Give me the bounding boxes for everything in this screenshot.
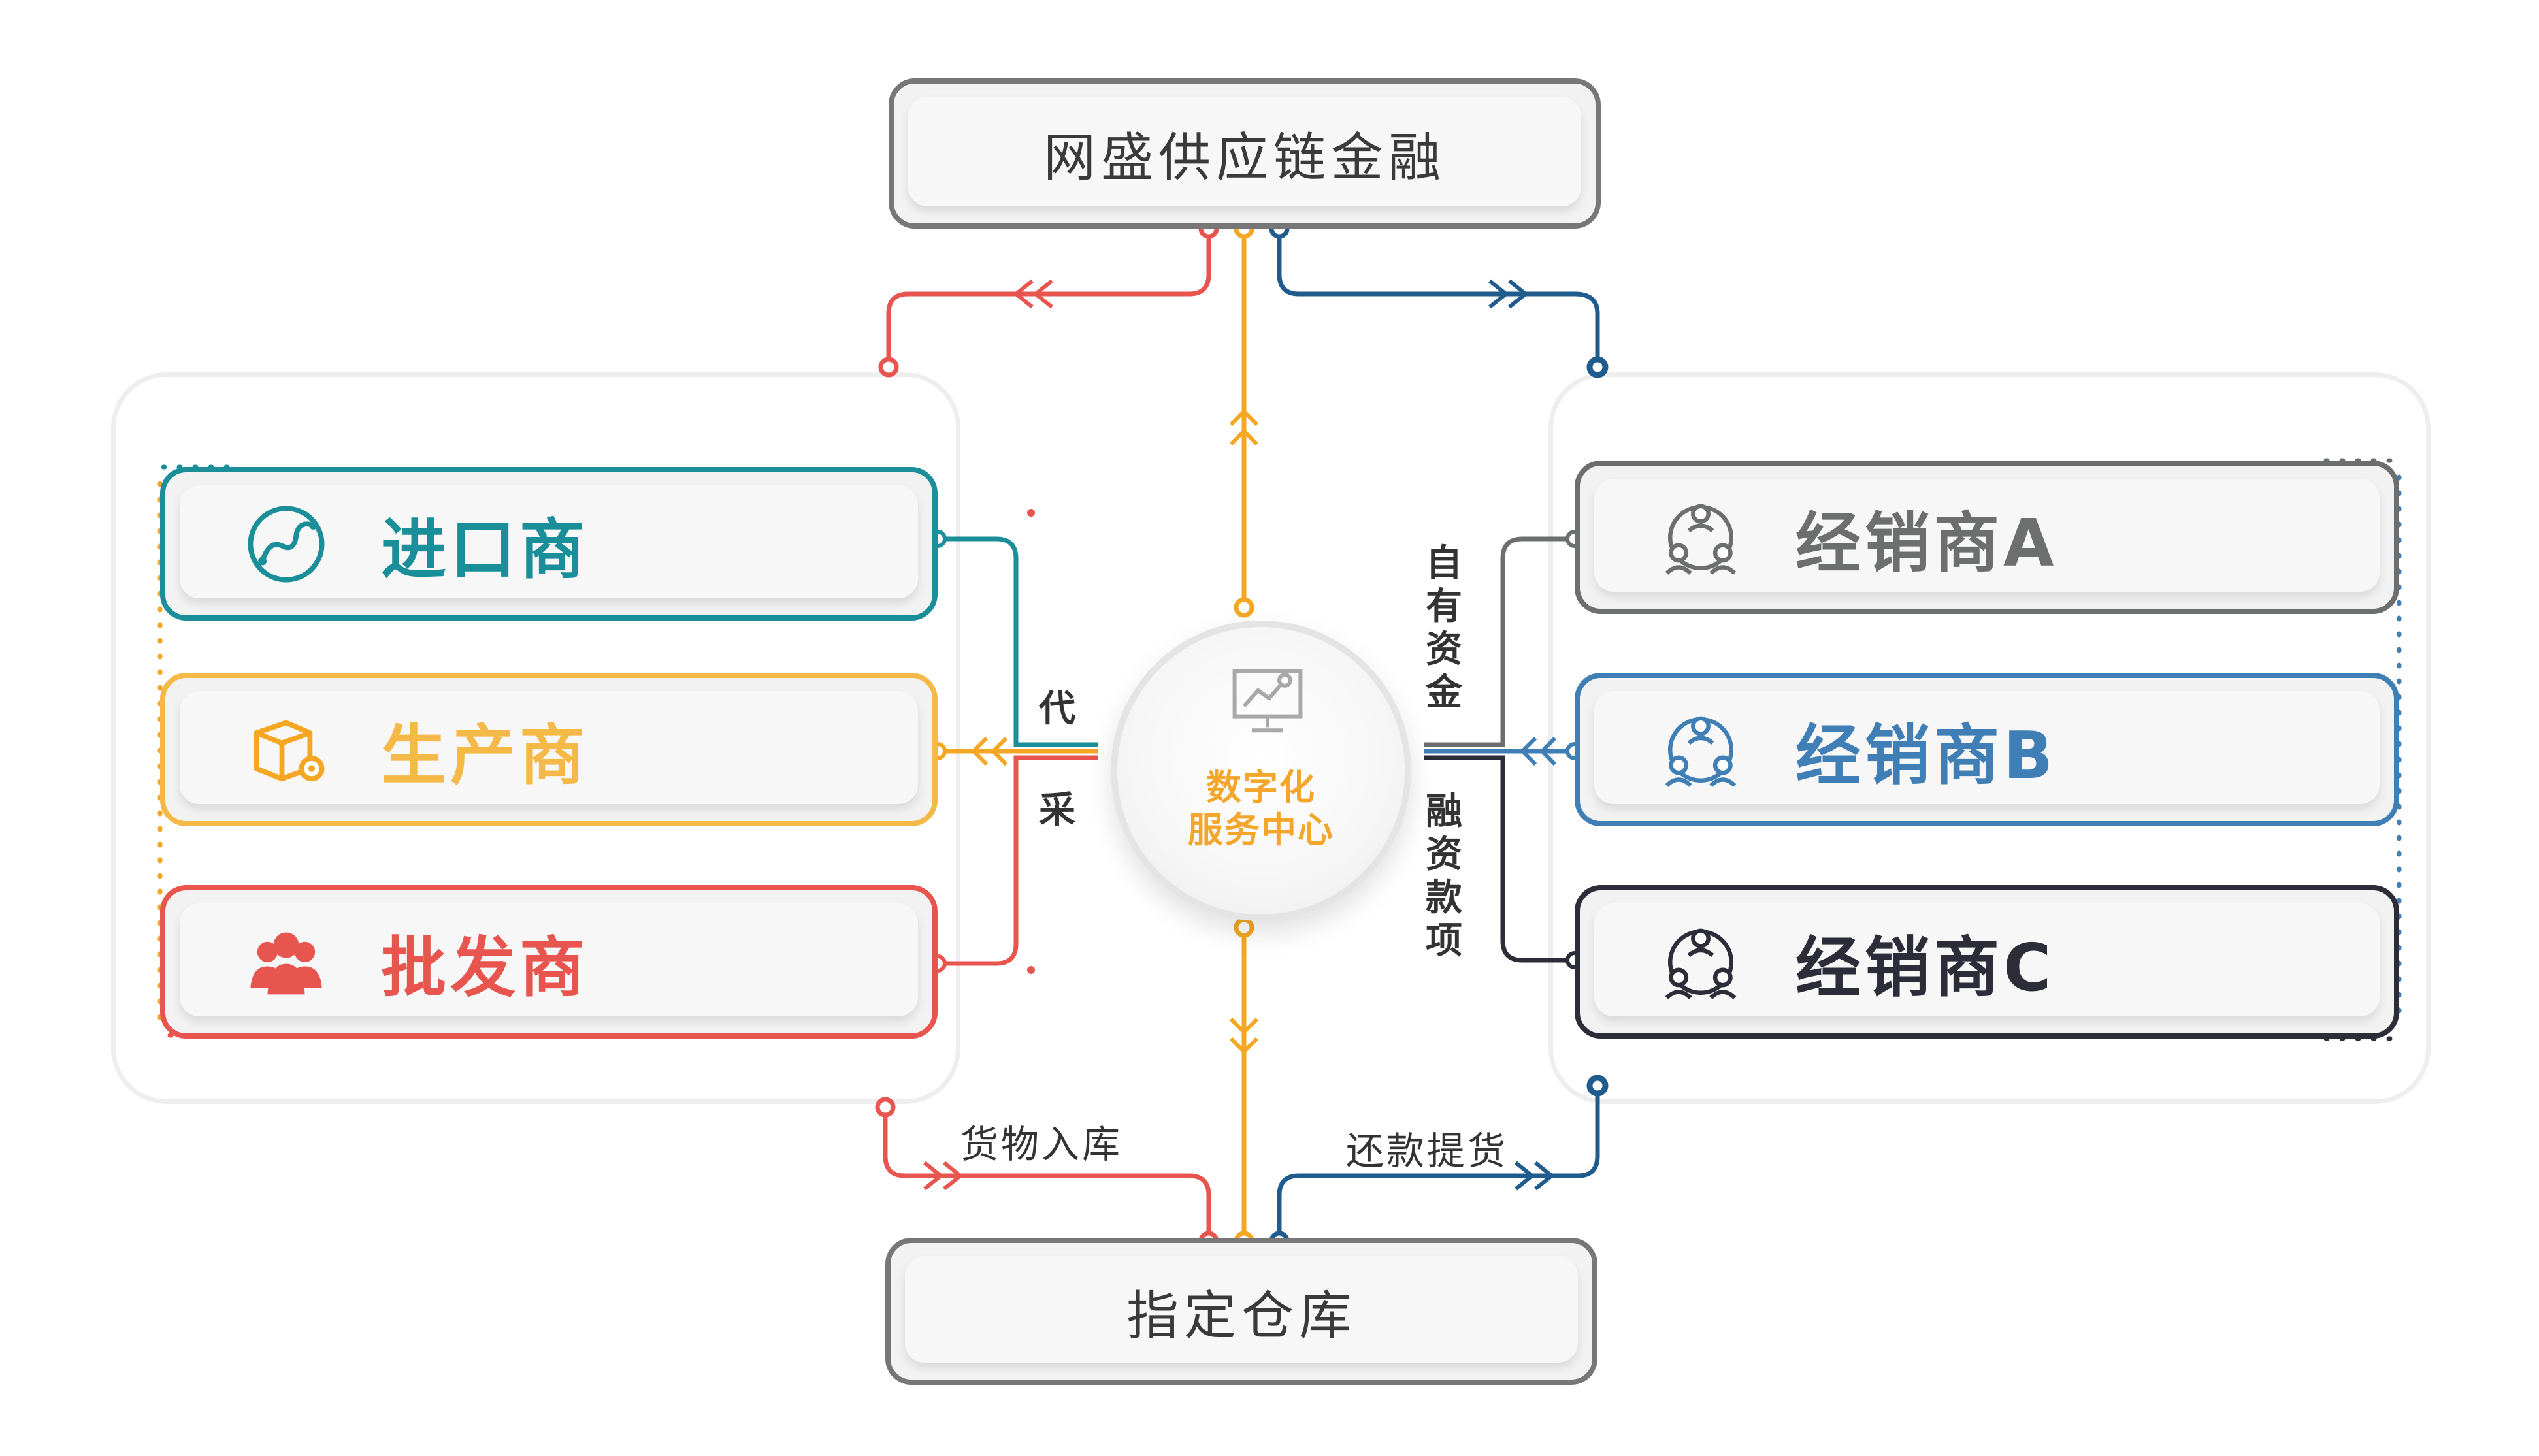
- arrow-top-red: [1013, 279, 1053, 309]
- users-circle-icon: [1665, 716, 1737, 787]
- box-dealer-a-inner: [1594, 479, 2380, 592]
- dot-left-bottom: [1027, 966, 1035, 974]
- box-wholesaler: 批发商: [160, 885, 938, 1039]
- financing-char-4: 项: [1426, 920, 1462, 962]
- dot-left-top: [1027, 509, 1035, 517]
- line-right-dark: [1424, 755, 1575, 963]
- dealer-c-label: 经销商C: [1795, 930, 2056, 1006]
- arrow-left-orange: [970, 736, 1008, 766]
- line-top-blue: [1277, 229, 1600, 363]
- line-bottom-blue: [1277, 1088, 1600, 1241]
- node-top-red-b: [878, 357, 899, 378]
- globe-icon: [248, 506, 325, 582]
- arrow-bottom-red: [923, 1161, 964, 1191]
- node-top-blue-b: [1586, 356, 1609, 378]
- arrow-bottom-blue: [1515, 1161, 1555, 1191]
- node-orange-mid-top: [1234, 597, 1254, 618]
- arrow-right-steel: [1519, 736, 1557, 766]
- label-financing: 融 资 款 项: [1424, 790, 1464, 963]
- dealer-b-label: 经销商B: [1795, 717, 2057, 794]
- box-dealer-b: 经销商B: [1575, 673, 2399, 826]
- own-funds-char-2: 有: [1426, 585, 1462, 628]
- users-circle-icon: [1665, 504, 1737, 575]
- wholesaler-label: 批发商: [381, 930, 589, 1006]
- label-goods-in: 货物入库: [960, 1122, 1123, 1167]
- dealer-a-label: 经销商A: [1795, 505, 2058, 581]
- node-bottom-red-a: [875, 1097, 896, 1118]
- own-funds-char-3: 资: [1426, 628, 1462, 671]
- center-title-line2: 服务中心: [1188, 809, 1334, 850]
- box-dealer-c: 经销商C: [1575, 885, 2399, 1039]
- arrow-top-blue: [1488, 279, 1529, 309]
- arrow-orange-up: [1229, 408, 1259, 446]
- users-circle-icon: [1665, 928, 1737, 999]
- financing-char-3: 款: [1426, 877, 1462, 919]
- top-box-label: 网盛供应链金融: [1043, 127, 1446, 188]
- box-importer: 进口商: [160, 467, 938, 621]
- line-right-gray: [1424, 536, 1575, 747]
- top-box: 网盛供应链金融: [889, 78, 1601, 229]
- own-funds-char-4: 金: [1426, 671, 1462, 714]
- bottom-box: 指定仓库: [885, 1238, 1597, 1385]
- label-repay: 还款提货: [1346, 1129, 1509, 1173]
- box-dealer-b-inner: [1594, 691, 2380, 804]
- own-funds-char-1: 自: [1426, 542, 1462, 585]
- monitor-chart-icon: [1232, 669, 1303, 733]
- bottom-box-label: 指定仓库: [1126, 1285, 1356, 1346]
- arrow-orange-down: [1229, 1017, 1259, 1055]
- node-bottom-blue-a: [1586, 1075, 1609, 1097]
- bottom-box-inner: [905, 1256, 1578, 1363]
- line-top-red: [886, 229, 1211, 363]
- box-dealer-a: 经销商A: [1575, 461, 2399, 614]
- center-hub: 数字化 服务中心: [1111, 621, 1411, 921]
- label-own-funds: 自 有 资 金: [1424, 542, 1464, 715]
- box-manufacturer: 生产商: [160, 673, 938, 826]
- label-dai: 代: [1039, 688, 1075, 730]
- center-title-line1: 数字化: [1206, 767, 1316, 808]
- box-dealer-c-inner: [1594, 903, 2380, 1016]
- line-left-teal: [938, 536, 1098, 747]
- importer-label: 进口商: [381, 511, 589, 588]
- box-manufacturer-inner: [180, 691, 918, 804]
- manufacturer-label: 生产商: [381, 717, 589, 794]
- people-group-icon: [250, 932, 322, 994]
- node-orange-mid-bottom: [1234, 917, 1254, 938]
- financing-char-2: 资: [1426, 833, 1462, 876]
- line-bottom-red: [883, 1107, 1211, 1241]
- top-box-inner: [908, 97, 1581, 206]
- line-left-red: [938, 755, 1098, 966]
- box-importer-inner: [180, 485, 918, 598]
- box-gear-icon: [254, 720, 325, 781]
- financing-char-1: 融: [1426, 790, 1462, 833]
- label-cai: 采: [1039, 789, 1075, 832]
